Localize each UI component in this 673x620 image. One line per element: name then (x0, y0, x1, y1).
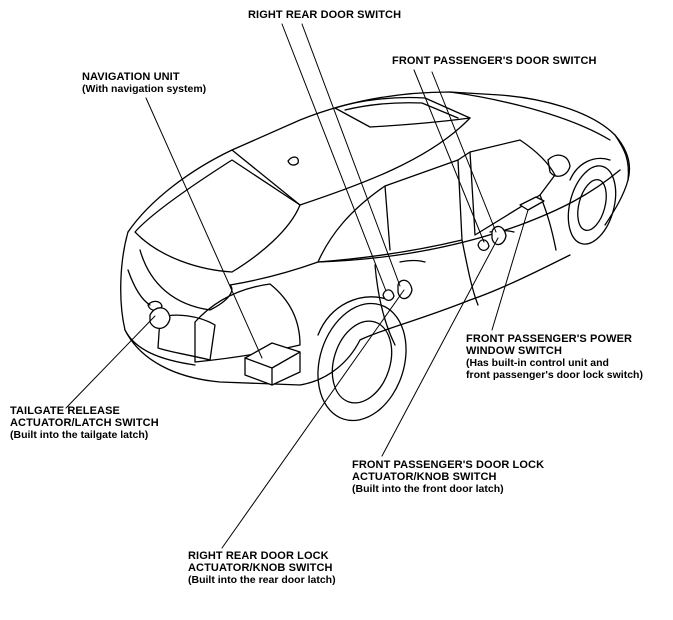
label-front-passenger-door-lock: FRONT PASSENGER'S DOOR LOCK ACTUATOR/KNO… (352, 459, 544, 495)
label-note: (Built into the rear door latch) (188, 574, 336, 586)
label-title: WINDOW SWITCH (466, 345, 563, 357)
label-title: RIGHT REAR DOOR LOCK (188, 550, 329, 562)
label-title: RIGHT REAR DOOR SWITCH (248, 9, 402, 21)
label-note: front passenger's door lock switch) (466, 369, 643, 381)
car-body (120, 91, 631, 422)
leader-lines (65, 23, 529, 549)
label-title: FRONT PASSENGER'S DOOR LOCK (352, 459, 545, 471)
label-title: FRONT PASSENGER'S DOOR SWITCH (392, 55, 597, 67)
label-note: (With navigation system) (82, 83, 207, 95)
label-right-rear-door-lock: RIGHT REAR DOOR LOCK ACTUATOR/KNOB SWITC… (188, 550, 336, 586)
label-title: ACTUATOR/LATCH SWITCH (10, 417, 159, 429)
label-title: TAILGATE RELEASE (10, 405, 120, 417)
label-note: (Built into the tailgate latch) (10, 429, 149, 441)
label-title: ACTUATOR/KNOB SWITCH (188, 562, 333, 574)
label-title: ACTUATOR/KNOB SWITCH (352, 471, 497, 483)
label-note: (Built into the front door latch) (352, 483, 504, 495)
label-title: FRONT PASSENGER'S POWER (466, 333, 633, 345)
label-tailgate-release: TAILGATE RELEASE ACTUATOR/LATCH SWITCH (… (10, 405, 159, 441)
label-front-passenger-door-switch: FRONT PASSENGER'S DOOR SWITCH (392, 55, 597, 67)
label-right-rear-door-switch: RIGHT REAR DOOR SWITCH (248, 9, 401, 21)
label-title: NAVIGATION UNIT (82, 71, 180, 83)
label-navigation-unit: NAVIGATION UNIT (With navigation system) (82, 71, 206, 95)
label-front-passenger-power-window-switch: FRONT PASSENGER'S POWER WINDOW SWITCH (H… (466, 333, 643, 381)
components (149, 196, 545, 386)
label-note: (Has built-in control unit and (466, 357, 609, 369)
